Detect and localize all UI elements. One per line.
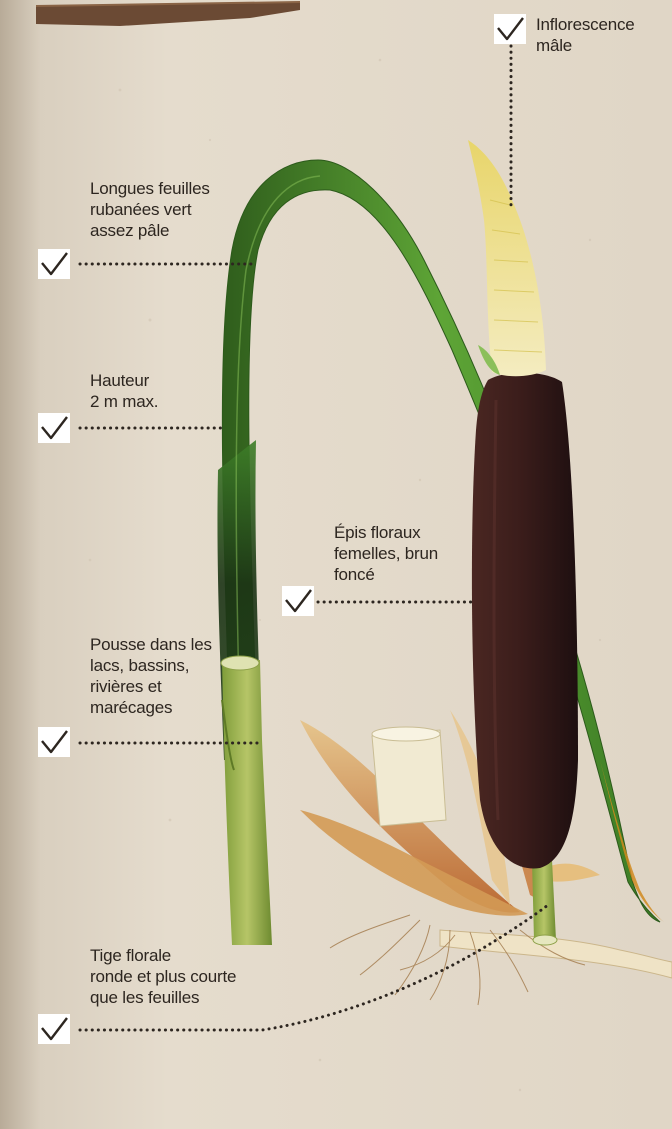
label-line: rivières et (90, 676, 212, 697)
label-line: lacs, bassins, (90, 655, 212, 676)
label-line: femelles, brun (334, 543, 438, 564)
label-female-spikes: Épis floraux femelles, brun foncé (334, 522, 438, 585)
label-line: Pousse dans les (90, 634, 212, 655)
label-stem: Tige florale ronde et plus courte que le… (90, 945, 236, 1008)
label-leaves: Longues feuilles rubanées vert assez pâl… (90, 178, 210, 241)
label-habitat: Pousse dans les lacs, bassins, rivières … (90, 634, 212, 718)
label-line: que les feuilles (90, 987, 236, 1008)
label-male-inflorescence: Inflorescence mâle (536, 14, 635, 56)
label-line: Tige florale (90, 945, 236, 966)
label-line: 2 m max. (90, 391, 158, 412)
label-height: Hauteur 2 m max. (90, 370, 158, 412)
label-line: Hauteur (90, 370, 158, 391)
label-line: rubanées vert (90, 199, 210, 220)
label-line: mâle (536, 35, 635, 56)
label-line: marécages (90, 697, 212, 718)
label-line: Longues feuilles (90, 178, 210, 199)
label-line: foncé (334, 564, 438, 585)
label-line: Épis floraux (334, 522, 438, 543)
label-line: ronde et plus courte (90, 966, 236, 987)
label-line: assez pâle (90, 220, 210, 241)
label-line: Inflorescence (536, 14, 635, 35)
